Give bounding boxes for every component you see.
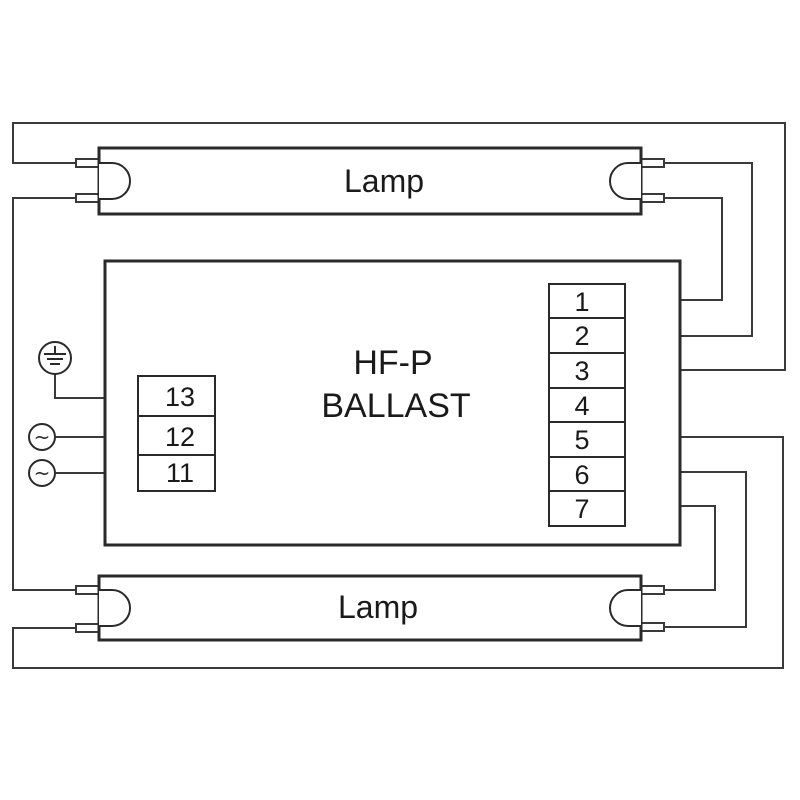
terminal-11-label: 11 [166, 458, 194, 488]
bottom-lamp-pin-right-upper [639, 585, 665, 595]
top-lamp-pin-right-upper [639, 158, 665, 168]
ac-glyph-12: ~ [34, 425, 51, 449]
ac-supply-icon: ~ [28, 423, 56, 451]
wire-top-left-outer-to-t3 [12, 122, 786, 371]
terminal-2-label: 2 [574, 321, 589, 351]
input-terminal-block: 13 12 11 [137, 375, 216, 492]
bottom-lamp: Lamp [75, 574, 665, 642]
output-terminal-block: 1 2 3 4 5 6 7 [548, 283, 626, 527]
ballast-title-line2: BALLAST [321, 387, 470, 425]
wiring [12, 122, 786, 669]
bottom-lamp-label: Lamp [338, 589, 418, 625]
output-terminal-housing [548, 283, 626, 527]
bottom-lamp-pin-left-outer [75, 585, 101, 595]
terminal-7-label: 7 [574, 494, 589, 524]
top-lamp-pin-left-outer [75, 158, 101, 168]
ac-glyph-11: ~ [34, 461, 51, 485]
top-lamp-pin-right-lower [639, 193, 665, 203]
top-lamp-label: Lamp [344, 163, 424, 199]
terminal-4-label: 4 [574, 391, 589, 421]
terminal-12-label: 12 [165, 422, 195, 452]
terminal-6-label: 6 [574, 460, 589, 490]
wire-top-right-upper-to-t2 [612, 162, 753, 337]
top-lamp-pin-left-inner [75, 193, 101, 203]
terminal-5-label: 5 [574, 425, 589, 455]
bottom-lamp-pin-left-inner [75, 623, 101, 633]
terminal-13-label: 13 [165, 382, 195, 412]
terminal-3-label: 3 [574, 356, 589, 386]
bottom-lamp-cap-left [99, 589, 131, 627]
wire-bottom-left-inner-to-t5 [12, 436, 784, 669]
terminal-1-label: 1 [574, 287, 589, 317]
top-lamp-cap-right [609, 162, 641, 200]
bottom-lamp-pin-right-lower [639, 622, 665, 632]
input-terminal-housing [137, 375, 216, 492]
top-lamp: Lamp [75, 146, 665, 216]
wire-top-left-inner-to-bottom-left [12, 197, 76, 591]
ac-supply-icon: ~ [28, 459, 56, 487]
ballast-title-line1: HF-P [353, 344, 432, 382]
bottom-lamp-cap-right [609, 589, 641, 627]
top-lamp-cap-left [99, 162, 131, 200]
ground-icon [38, 341, 72, 375]
